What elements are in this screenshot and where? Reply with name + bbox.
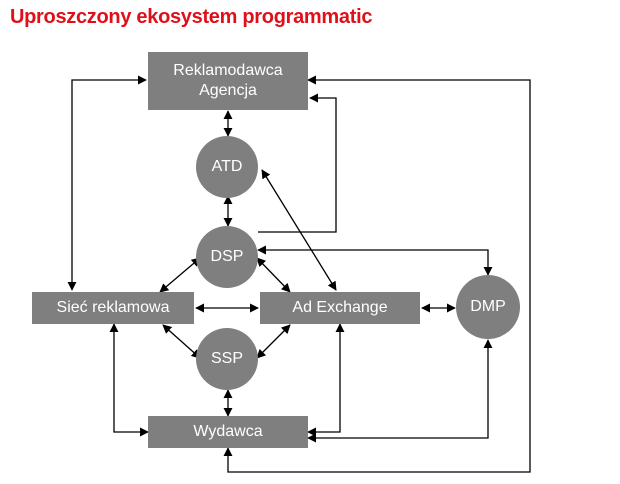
arrow-dsp-advertiser — [258, 93, 337, 233]
node-advertiser-agency: Reklamodawca Agencja — [148, 52, 308, 110]
node-ad-network: Sieć reklamowa — [32, 292, 194, 324]
node-ssp: SSP — [196, 328, 258, 390]
arrow-advertiser-outer-loop — [223, 75, 531, 473]
arrow-dsp-adnetwork — [159, 257, 201, 293]
node-atd: ATD — [196, 136, 258, 198]
node-publisher: Wydawca — [148, 416, 308, 448]
node-dsp: DSP — [196, 226, 258, 288]
ad-network-label: Sieć reklamowa — [56, 299, 170, 316]
arrow-atd-adexchange — [261, 169, 337, 291]
arrow-adnetwork-publisher — [109, 323, 149, 437]
advertiser-label-line2: Agencja — [199, 82, 257, 99]
arrow-adexchange-ssp — [256, 324, 291, 359]
dmp-label: DMP — [470, 298, 506, 315]
diagram-title: Uproszczony ekosystem programmatic — [10, 6, 373, 28]
arrow-adnetwork-ssp — [162, 324, 201, 359]
arrow-dmp-publisher — [307, 339, 493, 443]
arrow-dsp-adexchange — [256, 257, 291, 293]
advertiser-label-line1: Reklamodawca — [173, 62, 283, 79]
node-dmp: DMP — [456, 275, 520, 339]
ad-exchange-label: Ad Exchange — [292, 299, 388, 316]
ssp-label: SSP — [210, 350, 243, 367]
atd-label: ATD — [211, 158, 243, 175]
arrow-advertiser-adnetwork — [67, 75, 147, 291]
dsp-label: DSP — [210, 248, 244, 265]
arrow-adexchange-publisher — [307, 323, 345, 437]
arrow-dsp-dmp — [257, 245, 493, 276]
node-ad-exchange: Ad Exchange — [260, 292, 420, 324]
publisher-label: Wydawca — [193, 423, 263, 440]
